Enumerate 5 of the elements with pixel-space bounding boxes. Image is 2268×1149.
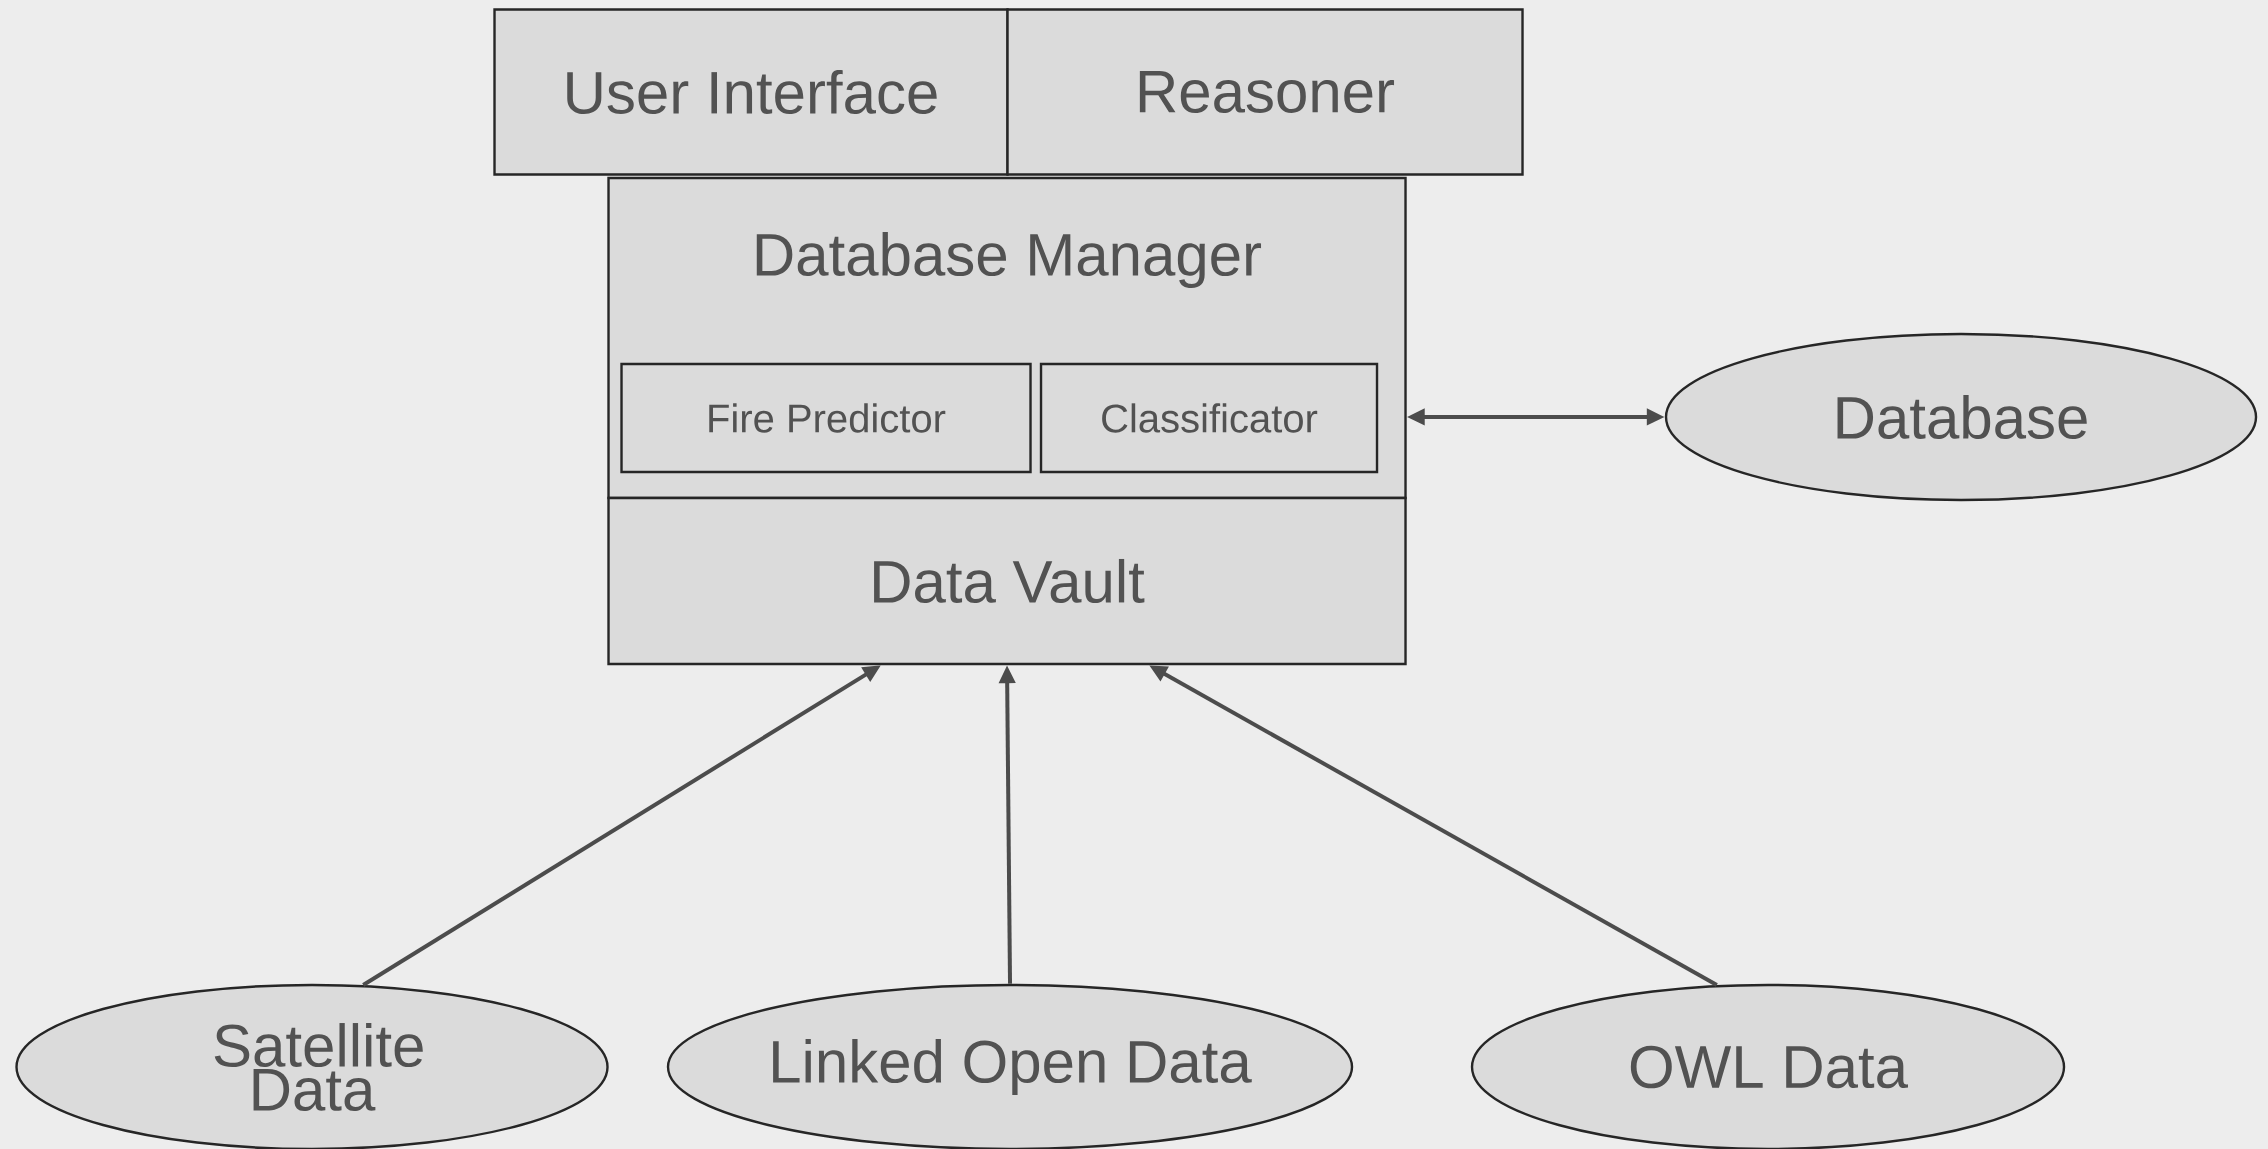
component-box: Classificator (1039, 362, 1379, 474)
component-box: Reasoner (1006, 8, 1524, 176)
component-box: User Interface (493, 8, 1009, 176)
component-box: Fire Predictor (620, 362, 1032, 474)
component-box: Data Vault (607, 496, 1407, 666)
